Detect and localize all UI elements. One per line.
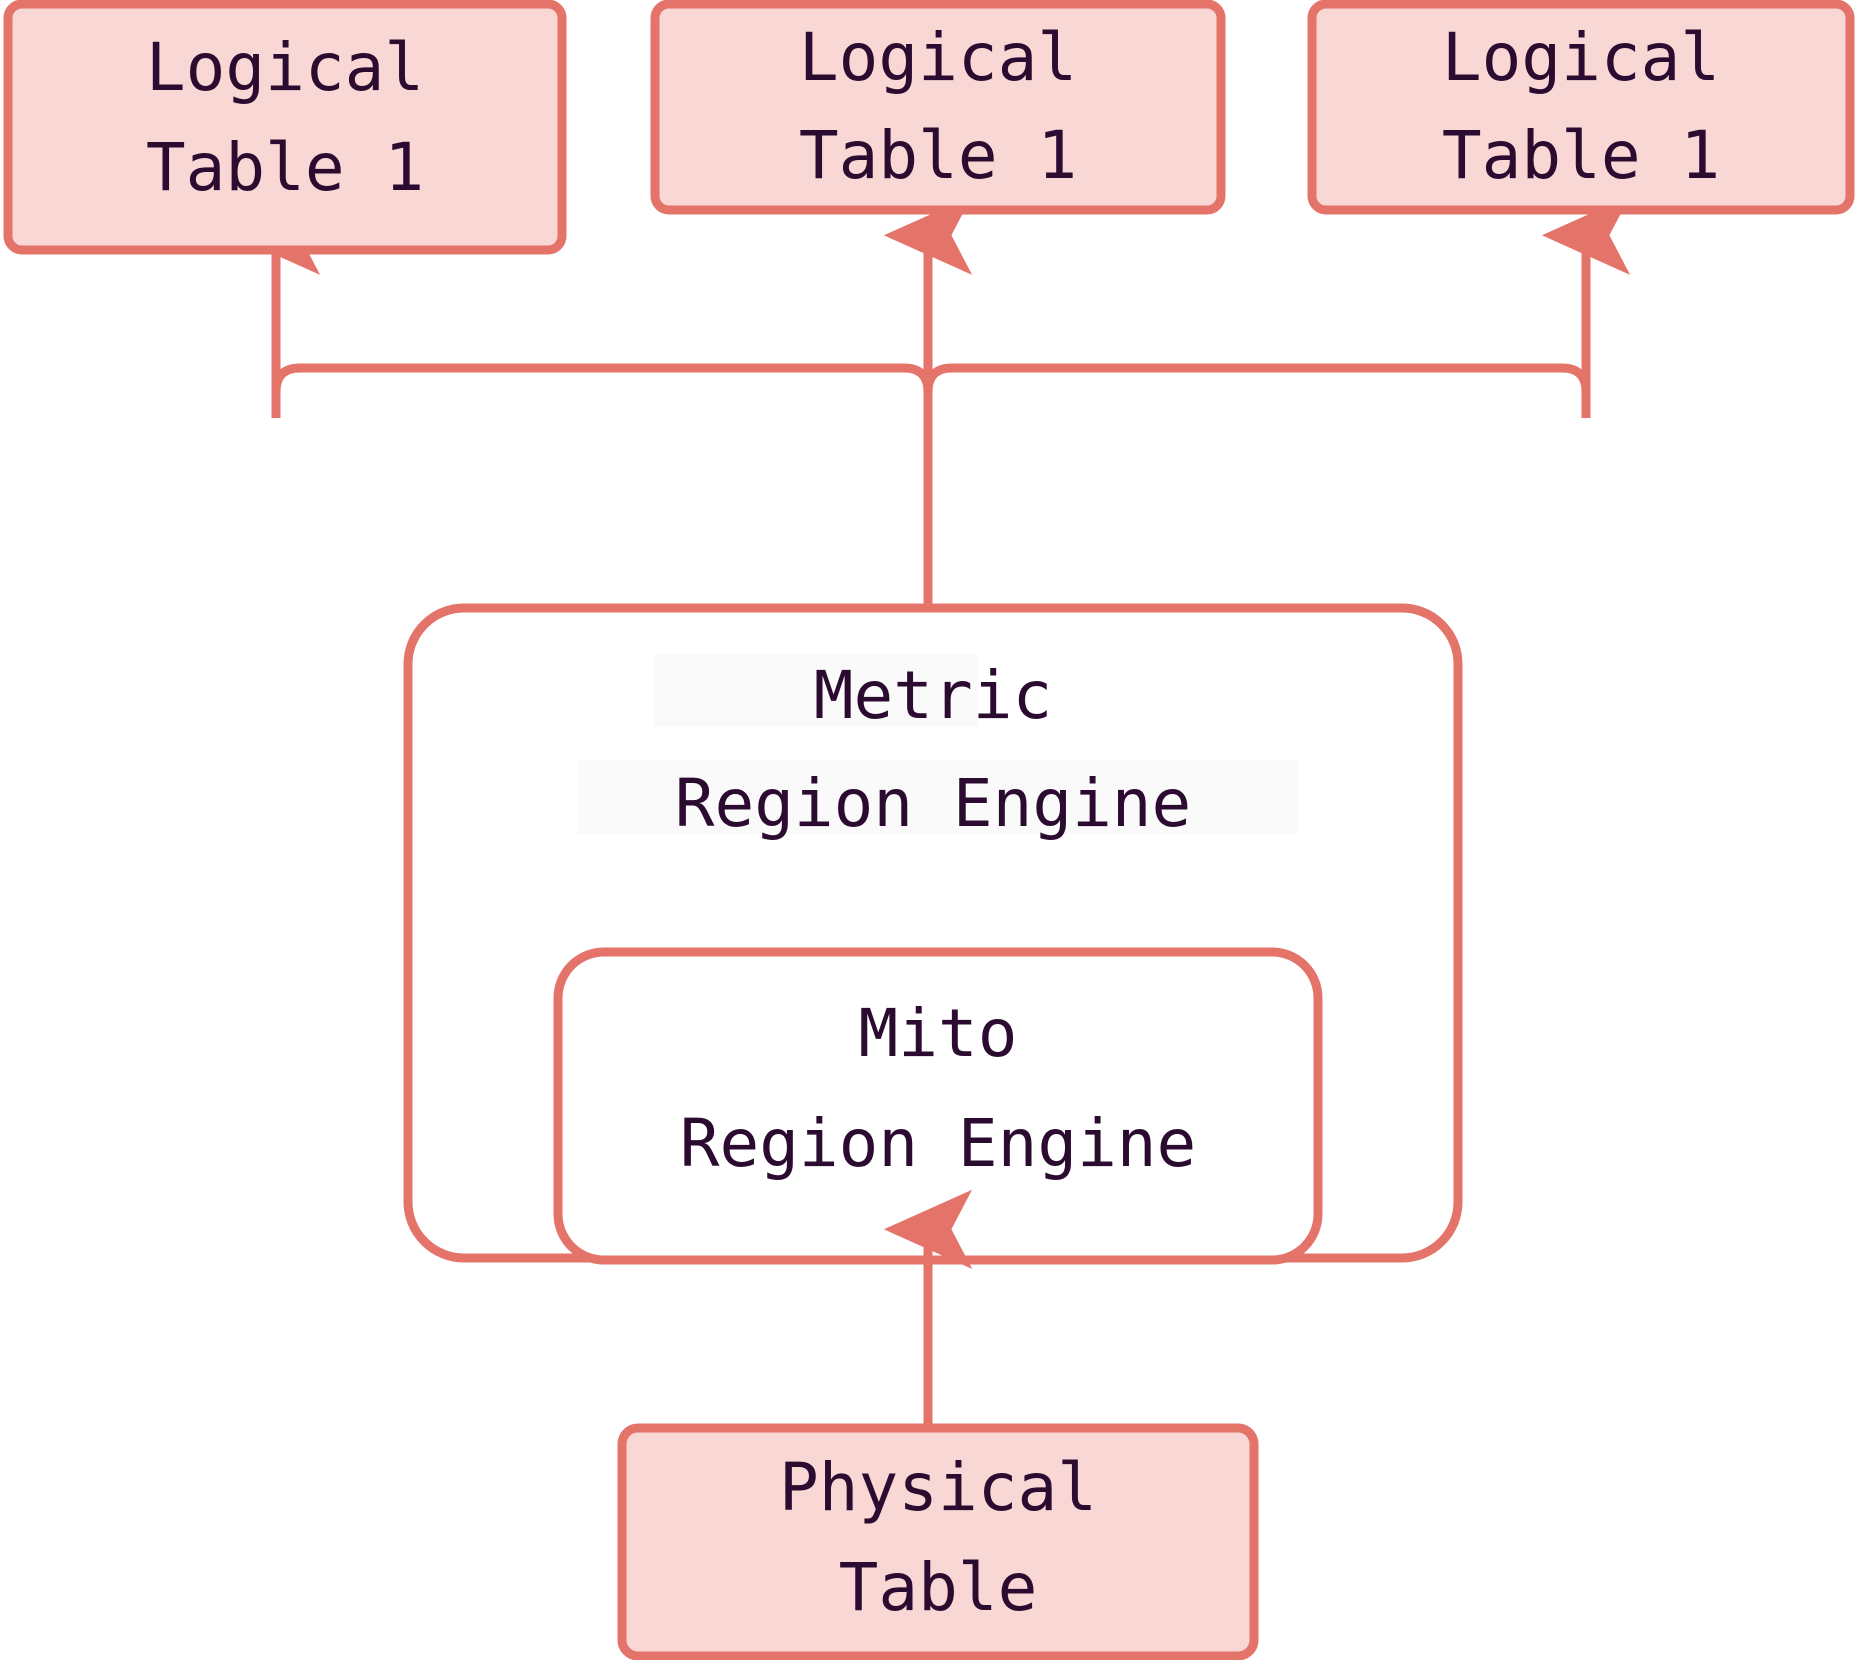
metric-region-engine-label-line1: Metric bbox=[814, 657, 1052, 734]
physical-table-label-line2: Table bbox=[839, 1549, 1038, 1626]
metric-label-halo-2 bbox=[578, 760, 1298, 834]
node-physical-table[interactable]: Physical Table bbox=[617, 1423, 1259, 1660]
physical-table-box[interactable] bbox=[617, 1423, 1259, 1660]
logical-table-3-label-line1: Logical bbox=[1442, 19, 1720, 96]
logical-table-1-label-line1: Logical bbox=[146, 29, 424, 106]
logical-table-1-box[interactable] bbox=[3, 0, 567, 255]
logical-table-2-box[interactable] bbox=[650, 0, 1226, 215]
edge-bus-left bbox=[271, 363, 933, 418]
metric-region-engine-label-line2: Region Engine bbox=[675, 765, 1192, 842]
metric-label-halo-1 bbox=[655, 655, 977, 727]
node-mito-region-engine[interactable]: Mito Region Engine bbox=[553, 947, 1323, 1265]
logical-table-2-label-line2: Table 1 bbox=[799, 117, 1077, 194]
node-logical-table-3[interactable]: Logical Table 1 bbox=[1307, 0, 1855, 215]
logical-table-3-label-line2: Table 1 bbox=[1442, 117, 1720, 194]
physical-table-label-line1: Physical bbox=[779, 1449, 1097, 1526]
edge-bus-right bbox=[923, 363, 1591, 418]
node-logical-table-1[interactable]: Logical Table 1 bbox=[3, 0, 567, 255]
logical-table-1-label-line2: Table 1 bbox=[146, 129, 424, 206]
edge-layer bbox=[231, 195, 1631, 1430]
logical-table-2-label-line1: Logical bbox=[799, 19, 1077, 96]
mito-region-engine-label-line1: Mito bbox=[859, 995, 1018, 1072]
logical-table-3-box[interactable] bbox=[1307, 0, 1855, 215]
node-logical-table-2[interactable]: Logical Table 1 bbox=[650, 0, 1226, 215]
mito-region-engine-label-line2: Region Engine bbox=[680, 1105, 1197, 1182]
